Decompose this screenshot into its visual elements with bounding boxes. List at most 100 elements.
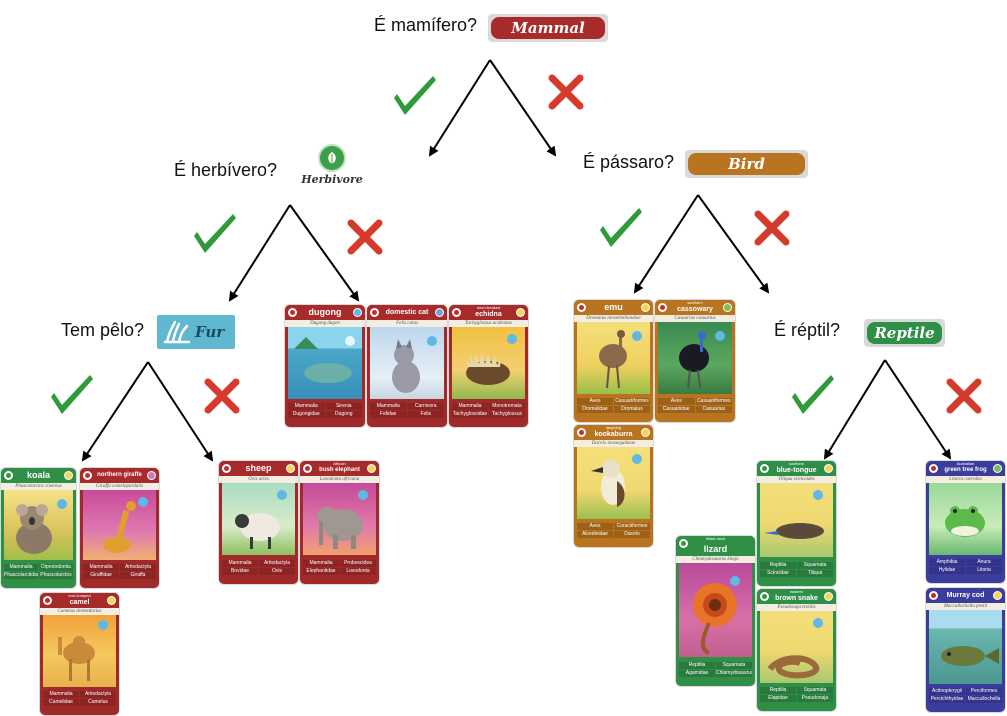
murray-cod-card[interactable]: Murray cod Maccullochella peelii Actinop… — [926, 588, 1005, 712]
taxonomy-order: Sirenia — [325, 403, 362, 410]
sheep-card[interactable]: sheep Ovis aries Mammalia Artiodactyla B… — [219, 461, 298, 584]
habitat-icon — [353, 308, 362, 317]
cassowary-illustration — [658, 322, 732, 394]
bird-badge: Bird — [685, 150, 808, 178]
taxonomy-order: Artiodactyla — [120, 564, 156, 571]
taxonomy-grid: Amphibia Anura Hylidae Litoria — [926, 559, 1005, 574]
taxonomy-class: Mammalia — [370, 403, 407, 410]
card-header: frilled-neck lizard — [676, 536, 755, 556]
taxonomy-genus: Loxodonta — [340, 568, 376, 575]
card-scientific-name: Phascolarctos cinereus — [1, 483, 76, 490]
habitat-icon — [641, 428, 650, 437]
branch-mammal-no — [489, 59, 557, 157]
diet-icon — [303, 464, 312, 473]
card-scientific-name: Camelus dromedarius — [40, 608, 119, 615]
taxonomy-family: Dugongidae — [288, 411, 325, 418]
koala-card[interactable]: koala Phascolarctos cinereus Mammalia Di… — [1, 468, 76, 588]
taxonomy-class: Reptilia — [679, 662, 715, 669]
diet-icon — [4, 471, 13, 480]
card-title: bush elephant — [319, 467, 360, 473]
habitat-icon — [286, 464, 295, 473]
taxonomy-family: Giraffidae — [83, 572, 119, 579]
card-title: dugong — [308, 307, 342, 317]
card-scientific-name: Dacelo novaeguineae — [574, 440, 653, 447]
card-title: sheep — [245, 463, 272, 473]
taxonomy-class: Mammalia — [303, 560, 339, 567]
taxonomy-family: Percichthyidae — [929, 696, 965, 703]
giraffe-card[interactable]: northern giraffe Giraffa camelopardalis … — [80, 468, 159, 588]
card-scientific-name: Chlamydosaurus kingii — [676, 556, 755, 563]
card-header: domestic cat — [367, 305, 447, 320]
taxonomy-family: Dromaiidae — [577, 406, 613, 413]
diet-icon — [760, 464, 769, 473]
cross-mark-icon — [754, 210, 790, 246]
taxonomy-grid: Reptilia Squamata Scincidae Tiliqua — [757, 562, 836, 577]
cross-mark-icon — [347, 219, 383, 255]
sheep-illustration — [222, 483, 295, 555]
check-mark-icon — [51, 375, 93, 414]
card-header: sheep — [219, 461, 298, 476]
branch-herbivore-yes — [228, 204, 291, 302]
habitat-icon — [824, 464, 833, 473]
taxonomy-grid: Mammalia Artiodactyla Bovidae Ovis — [219, 560, 298, 575]
habitat-icon — [993, 464, 1002, 473]
dugong-illustration — [288, 327, 362, 399]
taxonomy-genus: Dacelo — [614, 531, 650, 538]
taxonomy-order: Casuariiformes — [614, 398, 650, 405]
frog-illustration — [929, 483, 1002, 555]
branch-reptile-no — [884, 359, 952, 460]
taxonomy-class: Mammalia — [43, 691, 79, 698]
taxonomy-order: Squamata — [716, 662, 752, 669]
card-subtitle: African — [333, 461, 346, 466]
card-header: northern giraffe — [80, 468, 159, 483]
taxonomy-grid: Aves Casuariiformes Casuariidae Casuariu… — [655, 398, 735, 413]
frilled-lizard-card[interactable]: frilled-neck lizard Chlamydosaurus kingii… — [676, 536, 755, 686]
taxonomy-order: Anura — [966, 559, 1002, 566]
dugong-card[interactable]: dugong Dugong dugon Mammalia Sirenia Dug… — [285, 305, 365, 427]
taxonomy-grid: Reptilia Squamata Agamidae Chlamydosauru… — [676, 662, 755, 677]
habitat-icon — [107, 596, 116, 605]
cat-illustration — [370, 327, 444, 399]
taxonomy-class: Reptilia — [760, 687, 796, 694]
domestic-cat-card[interactable]: domestic cat Felis catus Mammalia Carniv… — [367, 305, 447, 427]
card-title: green tree frog — [944, 467, 987, 473]
card-title: kookaburra — [594, 431, 633, 438]
taxonomy-family: Casuariidae — [658, 406, 695, 413]
card-scientific-name: Tiliqua scincoides — [757, 476, 836, 483]
habitat-icon — [64, 471, 73, 480]
taxonomy-order: Monotremata — [489, 403, 525, 410]
branch-fur-yes — [81, 361, 149, 462]
emu-card[interactable]: emu Dromaius novaehollandiae Aves Casuar… — [574, 300, 653, 422]
taxonomy-grid: Mammalia Diprotodontia Phascolarctidae P… — [1, 564, 76, 579]
taxonomy-class: Mammalia — [4, 564, 38, 571]
diet-icon — [577, 428, 586, 437]
taxonomy-order: Perciformes — [966, 688, 1002, 695]
card-title: lizard — [703, 543, 728, 554]
diet-icon — [370, 308, 379, 317]
card-subtitle: one-humped — [68, 593, 91, 598]
habitat-icon — [435, 308, 444, 317]
card-subtitle: frilled-neck — [705, 536, 726, 541]
diet-icon — [288, 308, 297, 317]
branch-herbivore-no — [289, 204, 360, 302]
taxonomy-order: Squamata — [797, 562, 833, 569]
taxonomy-order: Casuariiformes — [695, 398, 732, 405]
taxonomy-family: Bovidae — [222, 568, 258, 575]
taxonomy-family: Elapidae — [760, 695, 796, 702]
card-header: koala — [1, 468, 76, 483]
check-mark-icon — [600, 208, 642, 247]
